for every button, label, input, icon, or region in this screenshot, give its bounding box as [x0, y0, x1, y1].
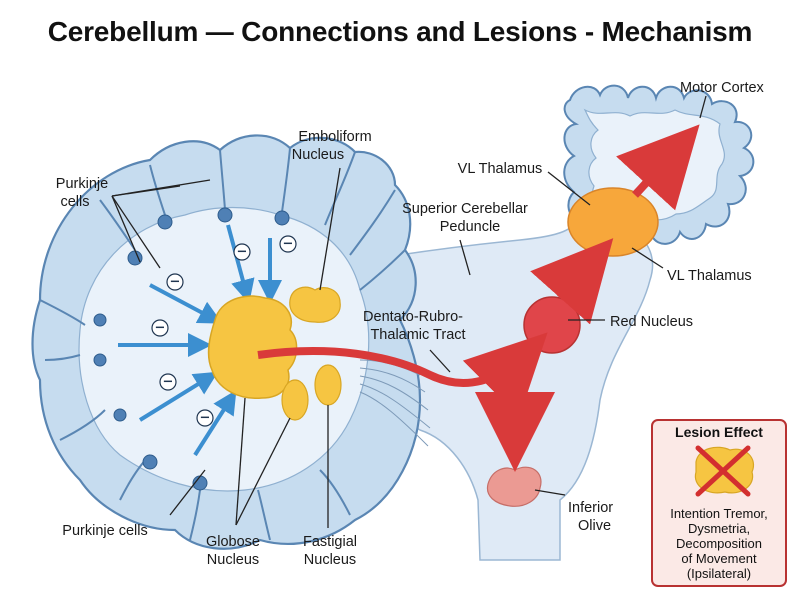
label-globose-2: Nucleus [207, 552, 259, 568]
label-purkinje-top-2: cells [60, 194, 89, 210]
label-motor-cortex: Motor Cortex [680, 80, 765, 96]
lesion-line-2: Dysmetria, [688, 521, 750, 536]
label-fastigial: Fastigial [303, 534, 357, 550]
svg-text:−: − [170, 275, 181, 290]
label-dentato-tract-2: Thalamic Tract [370, 327, 465, 343]
inhibition-minus-icon: − [279, 235, 297, 253]
inhibition-symbols: − − − − − − [151, 235, 297, 427]
label-superior-peduncle-2: Peduncle [440, 219, 500, 235]
label-inferior-olive-2: Olive [578, 518, 611, 534]
svg-text:−: − [283, 237, 294, 252]
label-purkinje-bottom: Purkinje cells [62, 523, 147, 539]
lesion-effect-box: Lesion Effect Intention Tremor, Dysmetri… [651, 419, 787, 587]
lesion-cross-icon [694, 445, 754, 497]
svg-text:−: − [200, 411, 211, 426]
deep-nuclei [207, 286, 342, 421]
svg-text:−: − [155, 321, 166, 336]
label-vl-thalamus-right: VL Thalamus [667, 268, 752, 284]
inhibition-minus-icon: − [159, 373, 177, 391]
inhibition-minus-icon: − [233, 243, 251, 261]
inhibition-minus-icon: − [196, 409, 214, 427]
lesion-line-3: Decomposition [676, 536, 762, 551]
inhibition-minus-icon: − [151, 319, 169, 337]
globose-nucleus [281, 379, 309, 421]
label-emboliform: Emboliform [298, 129, 371, 145]
inhibition-minus-icon: − [166, 273, 184, 291]
label-inferior-olive: Inferior [568, 500, 613, 516]
svg-text:−: − [163, 375, 174, 390]
leader-lines [111, 95, 707, 528]
label-emboliform-2: Nucleus [292, 147, 344, 163]
inferior-olive [486, 466, 542, 507]
lesion-line-5: (Ipsilateral) [687, 566, 751, 581]
red-nucleus [523, 296, 581, 354]
emboliform-nucleus [289, 286, 341, 323]
dentate-nucleus [207, 295, 298, 399]
svg-text:−: − [237, 245, 248, 260]
lesion-line-4: of Movement [681, 551, 757, 566]
label-fastigial-2: Nucleus [304, 552, 356, 568]
pathway-arrows [257, 124, 700, 472]
label-red-nucleus: Red Nucleus [610, 314, 693, 330]
lesion-box-title: Lesion Effect [675, 424, 763, 440]
lesion-line-1: Intention Tremor, [670, 506, 768, 521]
label-superior-peduncle: Superior Cerebellar [402, 201, 528, 217]
label-dentato-tract: Dentato-Rubro- [363, 309, 463, 325]
label-globose: Globose [206, 534, 260, 550]
page-title: Cerebellum — Connections and Lesions - M… [47, 16, 753, 47]
label-vl-thalamus-top: VL Thalamus [458, 161, 543, 177]
fastigial-nucleus [314, 364, 342, 406]
label-purkinje-top: Purkinje [56, 176, 108, 192]
